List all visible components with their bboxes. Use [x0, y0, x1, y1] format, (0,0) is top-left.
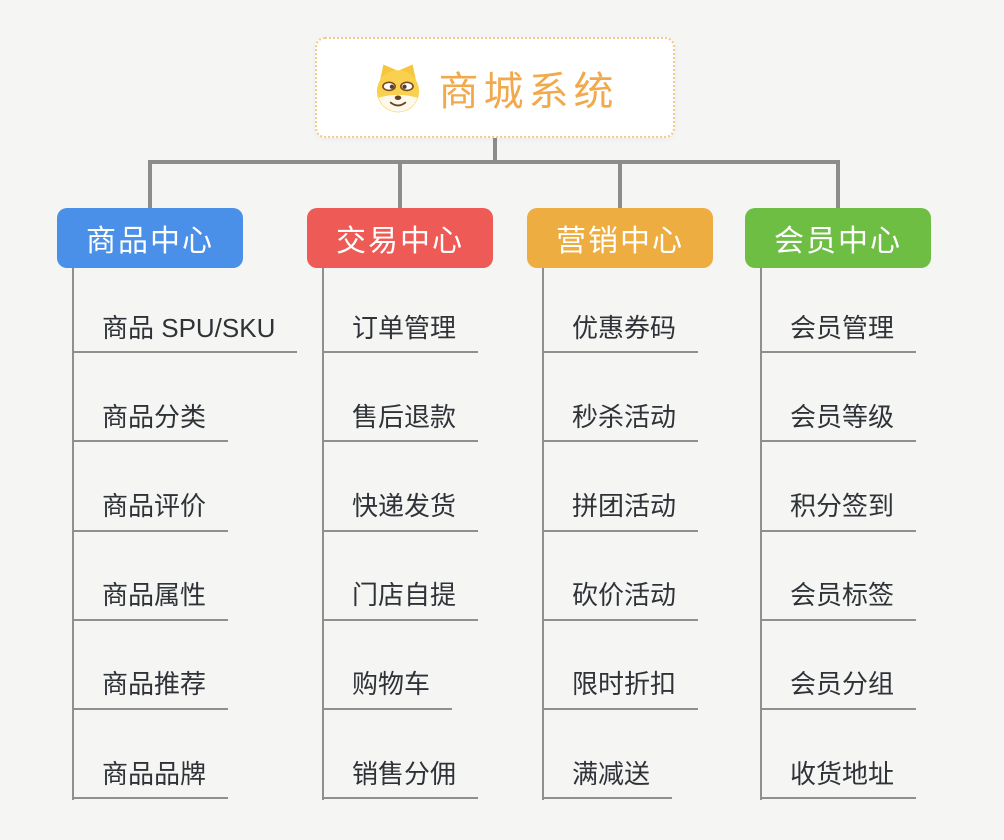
- root-node[interactable]: 商城系统: [315, 37, 675, 138]
- leaf-node[interactable]: 商品品牌: [72, 758, 229, 800]
- connector-trunk-member: [760, 268, 762, 800]
- leaf-item: 满减送: [542, 710, 698, 800]
- leaf-node[interactable]: 满减送: [542, 758, 673, 800]
- leaf-item: 售后退款: [322, 353, 479, 443]
- leaf-node[interactable]: 限时折扣: [542, 668, 699, 710]
- leaf-item: 会员分组: [760, 621, 917, 710]
- connector-drop-product: [148, 160, 152, 208]
- connector-horizontal: [148, 160, 840, 164]
- leaf-node[interactable]: 商品 SPU/SKU: [72, 312, 298, 354]
- branch-node-member-center[interactable]: 会员中心: [745, 208, 931, 268]
- connector-trunk-product: [72, 268, 74, 800]
- leaf-node[interactable]: 会员等级: [760, 401, 917, 443]
- doge-icon: [372, 62, 424, 114]
- leaf-item: 积分签到: [760, 442, 917, 532]
- leaf-item: 商品 SPU/SKU: [72, 264, 298, 354]
- leaf-node[interactable]: 拼团活动: [542, 490, 699, 532]
- leaf-node[interactable]: 砍价活动: [542, 579, 699, 621]
- leaf-column-product-center: 商品 SPU/SKU 商品分类 商品评价 商品属性 商品推荐 商品品牌: [72, 264, 298, 800]
- leaf-column-marketing-center: 优惠券码 秒杀活动 拼团活动 砍价活动 限时折扣 满减送: [542, 264, 699, 800]
- leaf-node[interactable]: 积分签到: [760, 490, 917, 532]
- branch-label: 营销中心: [556, 225, 684, 258]
- leaf-item: 商品分类: [72, 353, 297, 443]
- leaf-item: 购物车: [322, 621, 478, 710]
- leaf-node[interactable]: 订单管理: [322, 312, 479, 354]
- leaf-node[interactable]: 收货地址: [760, 758, 917, 800]
- root-title: 商城系统: [438, 69, 619, 114]
- leaf-node[interactable]: 优惠券码: [542, 312, 699, 354]
- leaf-item: 商品推荐: [72, 621, 297, 710]
- leaf-node[interactable]: 秒杀活动: [542, 401, 699, 443]
- leaf-item: 收货地址: [760, 710, 917, 800]
- leaf-item: 商品品牌: [72, 710, 297, 800]
- leaf-node[interactable]: 购物车: [322, 668, 453, 710]
- branch-label: 商品中心: [86, 225, 214, 258]
- leaf-node[interactable]: 门店自提: [322, 579, 479, 621]
- leaf-item: 快递发货: [322, 442, 479, 532]
- leaf-column-trade-center: 订单管理 售后退款 快递发货 门店自提 购物车 销售分佣: [322, 264, 479, 800]
- connector-trunk-marketing: [542, 268, 544, 800]
- leaf-node[interactable]: 售后退款: [322, 401, 479, 443]
- leaf-item: 销售分佣: [322, 710, 479, 800]
- connector-trunk-trade: [322, 268, 324, 800]
- leaf-item: 优惠券码: [542, 264, 699, 354]
- connector-root-drop: [493, 136, 497, 162]
- leaf-item: 拼团活动: [542, 442, 699, 532]
- connector-drop-member: [836, 160, 840, 208]
- branch-label: 交易中心: [336, 225, 464, 258]
- leaf-node[interactable]: 会员标签: [760, 579, 917, 621]
- leaf-item: 会员标签: [760, 532, 917, 621]
- branch-node-product-center[interactable]: 商品中心: [57, 208, 243, 268]
- connector-drop-marketing: [618, 160, 622, 208]
- leaf-node[interactable]: 商品推荐: [72, 668, 229, 710]
- leaf-node[interactable]: 销售分佣: [322, 758, 479, 800]
- leaf-node[interactable]: 快递发货: [322, 490, 479, 532]
- leaf-node[interactable]: 商品分类: [72, 401, 229, 443]
- connector-drop-trade: [398, 160, 402, 208]
- leaf-item: 商品评价: [72, 442, 297, 532]
- leaf-item: 会员管理: [760, 264, 917, 354]
- leaf-node[interactable]: 商品属性: [72, 579, 229, 621]
- leaf-item: 商品属性: [72, 532, 297, 621]
- branch-node-trade-center[interactable]: 交易中心: [307, 208, 493, 268]
- leaf-item: 秒杀活动: [542, 353, 699, 443]
- leaf-item: 砍价活动: [542, 532, 699, 621]
- leaf-item: 限时折扣: [542, 621, 699, 710]
- branch-label: 会员中心: [774, 225, 902, 258]
- leaf-node[interactable]: 会员管理: [760, 312, 917, 354]
- leaf-node[interactable]: 会员分组: [760, 668, 917, 710]
- leaf-item: 会员等级: [760, 353, 917, 443]
- leaf-column-member-center: 会员管理 会员等级 积分签到 会员标签 会员分组 收货地址: [760, 264, 917, 800]
- leaf-item: 门店自提: [322, 532, 479, 621]
- branch-node-marketing-center[interactable]: 营销中心: [527, 208, 713, 268]
- leaf-node[interactable]: 商品评价: [72, 490, 229, 532]
- leaf-item: 订单管理: [322, 264, 479, 354]
